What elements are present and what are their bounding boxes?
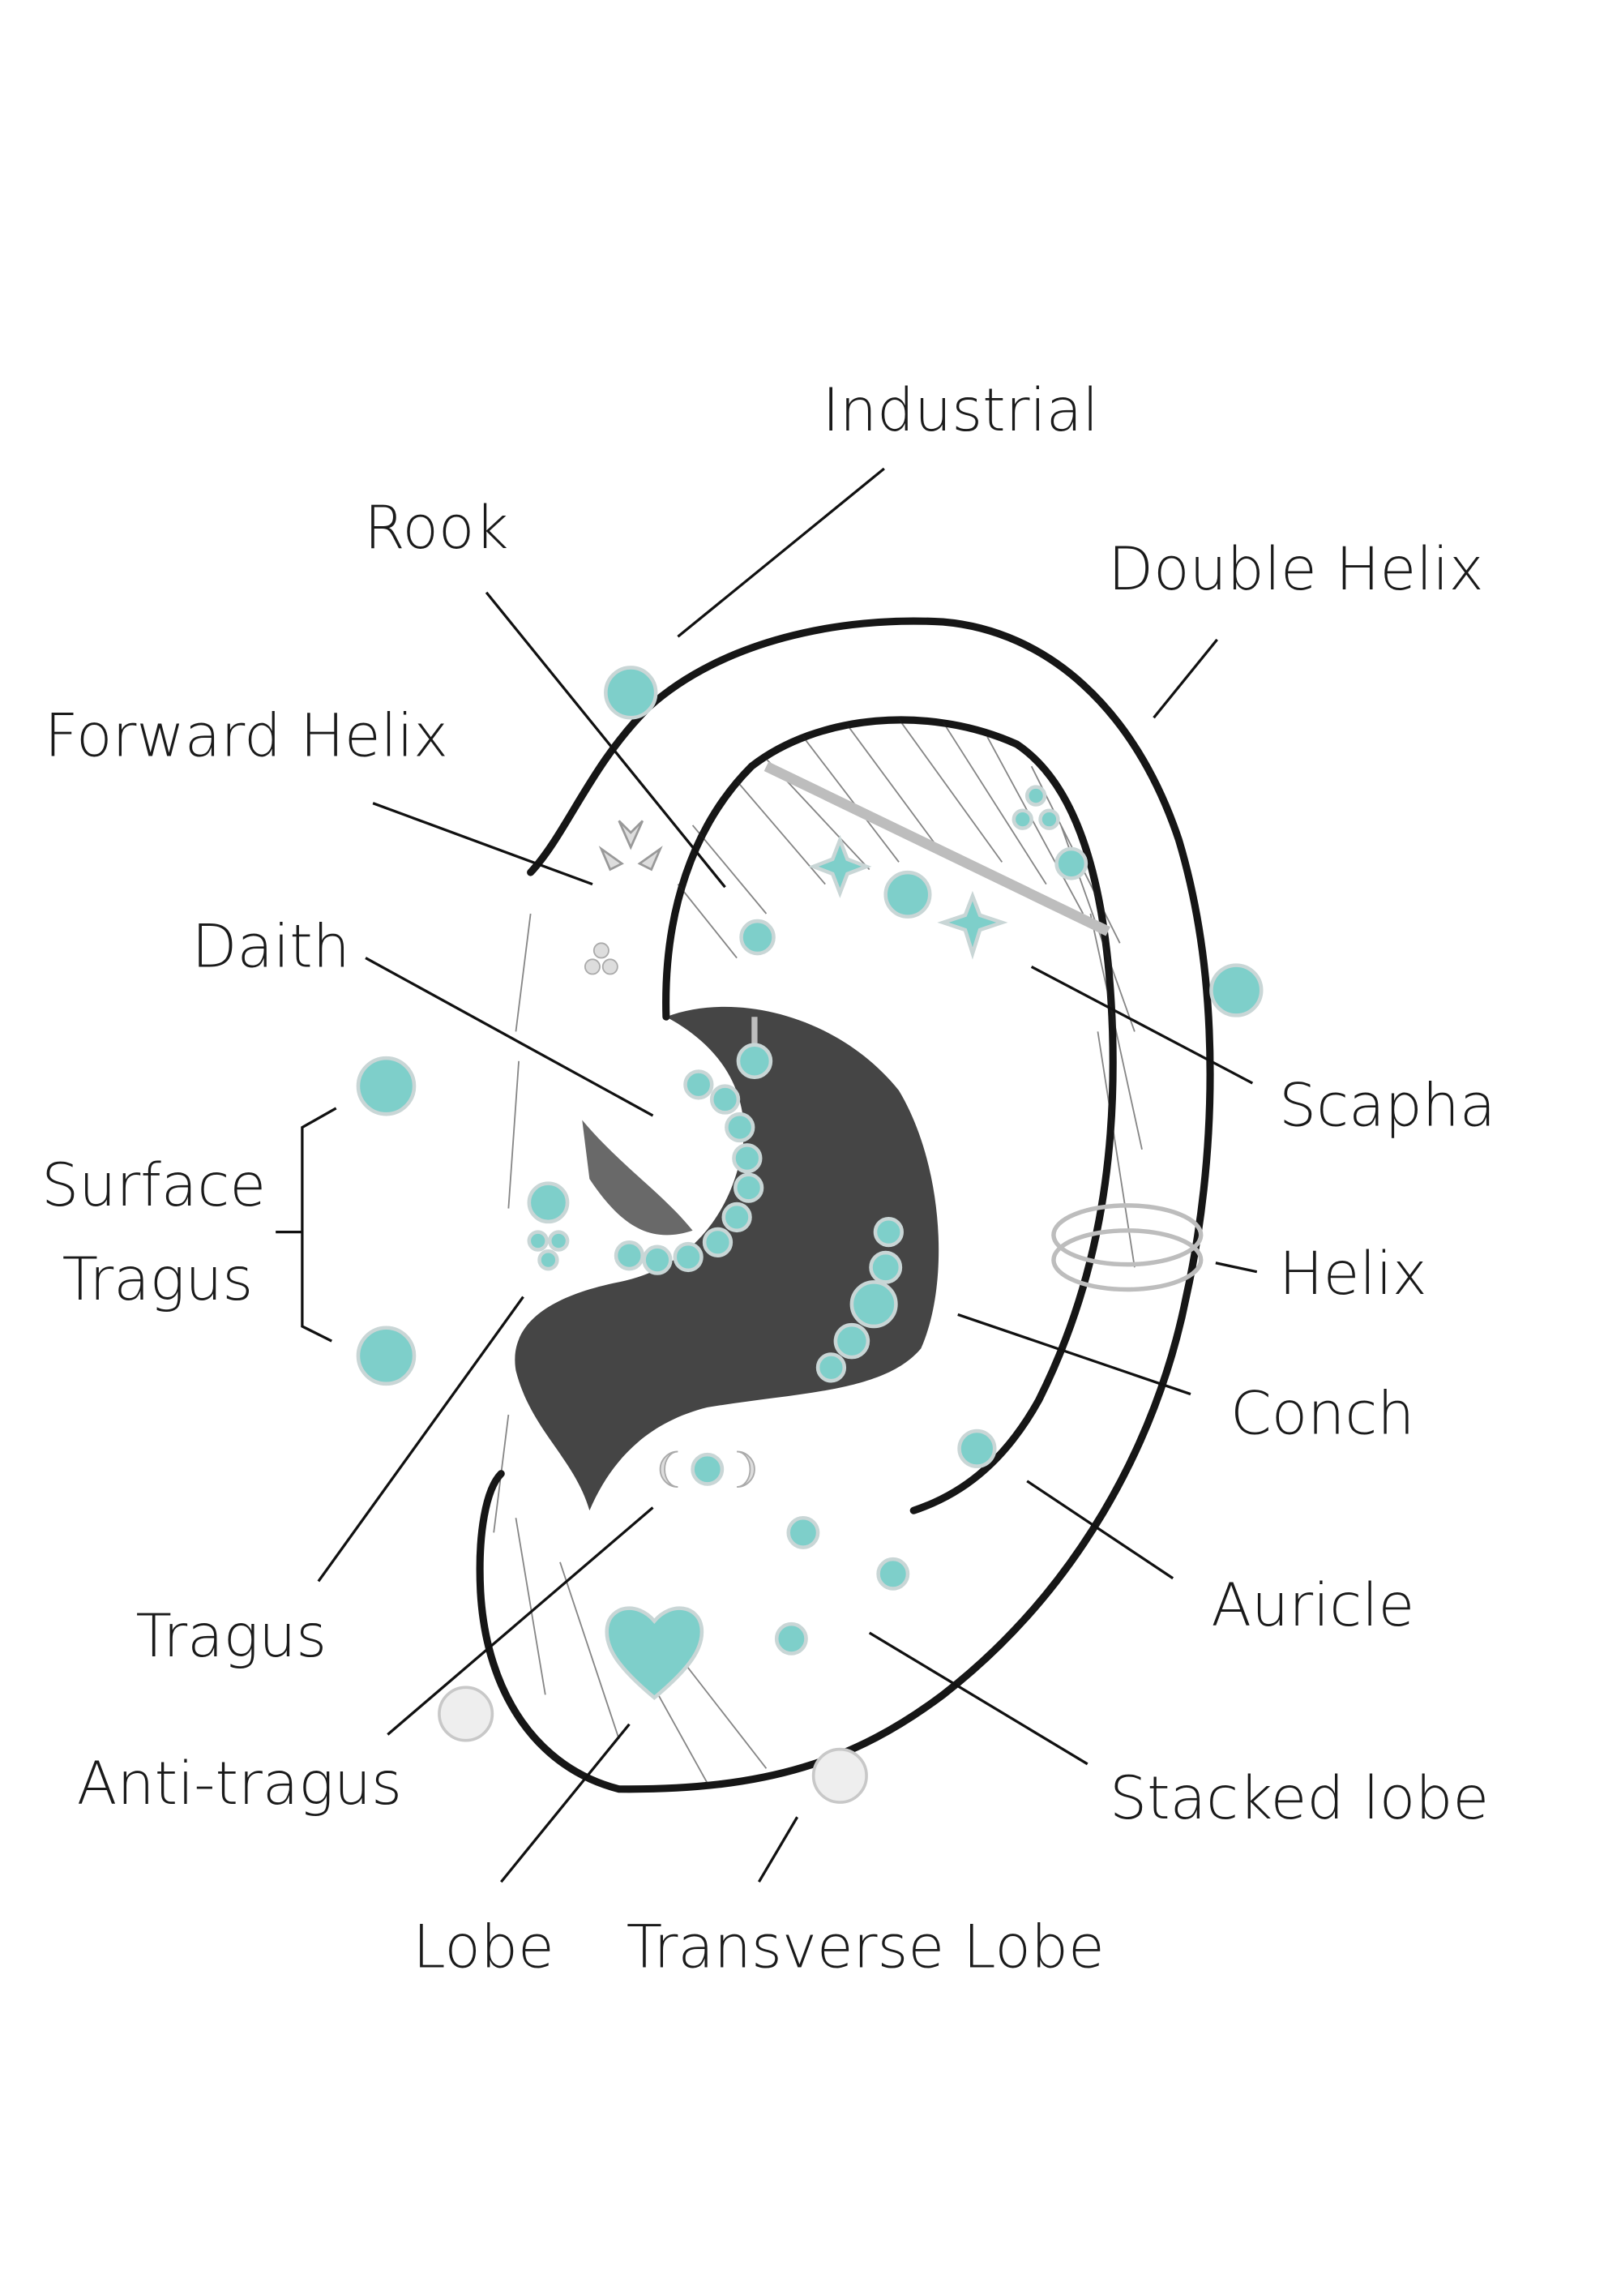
moon-stud — [659, 1450, 755, 1488]
jewelry — [356, 666, 1264, 1804]
surface-tragus-gem-top — [356, 1056, 417, 1116]
ear-concha-shadow — [515, 1006, 939, 1511]
label-industrial: Industrial — [823, 377, 1099, 445]
label-tragus: Tragus — [135, 1603, 327, 1671]
forward-helix-gem-top — [604, 666, 658, 720]
trio-gem — [1012, 808, 1033, 830]
leader-forward-helix — [372, 802, 593, 886]
label-anti-tragus: Anti-tragus — [77, 1750, 402, 1818]
surface-tragus-bracket — [276, 1107, 337, 1343]
leaf-stud-icon — [598, 820, 663, 872]
auricle-gem — [957, 1429, 997, 1468]
label-auricle: Auricle — [1211, 1572, 1414, 1640]
tragus-gem — [527, 1181, 570, 1224]
stacked-lobe-gem — [774, 1621, 808, 1656]
leader-industrial — [677, 467, 885, 638]
label-daith: Daith — [192, 913, 350, 981]
leader-anti-tragus — [387, 1506, 654, 1736]
leader-daith — [365, 957, 654, 1117]
industrial-bar — [763, 761, 1110, 936]
leader-stacked-lobe — [868, 1631, 1089, 1766]
label-conch: Conch — [1230, 1381, 1414, 1449]
ear-outer-helix — [476, 617, 1214, 1793]
trio-gem — [1038, 808, 1060, 830]
leader-lobe — [500, 1723, 631, 1883]
labels: Industrial Rook Double Helix Forward Hel… — [41, 377, 1495, 1982]
heart-stud-icon — [605, 1606, 704, 1700]
helix-hoop — [1051, 1228, 1204, 1292]
rook-gem — [739, 919, 776, 956]
trinity-ball-stud — [584, 942, 618, 975]
double-helix-gem — [1209, 963, 1264, 1017]
leader-helix — [1215, 1262, 1258, 1274]
label-double-helix: Double Helix — [1108, 536, 1483, 604]
leader-double-helix — [1153, 638, 1218, 719]
label-transverse-lobe: Transverse Lobe — [627, 1914, 1105, 1982]
label-forward-helix: Forward Helix — [45, 702, 448, 770]
leader-transverse-lobe — [757, 1816, 799, 1883]
tragus-gem — [527, 1230, 549, 1252]
trio-gem — [1024, 785, 1047, 807]
label-lobe: Lobe — [413, 1914, 554, 1982]
leader-conch — [957, 1313, 1191, 1396]
leader-rook — [485, 591, 726, 889]
anti-tragus-pearl — [438, 1686, 494, 1742]
ear-tragus-shadow — [582, 1120, 693, 1236]
label-scapha: Scapha — [1279, 1073, 1495, 1141]
label-surface-tragus: Tragus — [62, 1246, 254, 1314]
ear-inner-helix — [662, 716, 1117, 1514]
ear-illustration — [476, 617, 1214, 1793]
leader-lines — [276, 467, 1258, 1883]
label-helix: Helix — [1279, 1240, 1427, 1309]
helix-hoop — [1051, 1203, 1204, 1267]
surface-tragus-gem-bottom — [356, 1326, 417, 1386]
transverse-lobe-pearl — [811, 1747, 868, 1804]
tragus-gem — [547, 1230, 570, 1252]
label-rook: Rook — [364, 495, 508, 563]
scapha-gem — [883, 870, 932, 919]
leader-scapha — [1030, 965, 1254, 1085]
leader-auricle — [1026, 1480, 1174, 1580]
stacked-lobe-gem — [876, 1557, 910, 1591]
industrial-gem — [1054, 846, 1089, 880]
stacked-lobe-gem — [786, 1515, 820, 1549]
conch-climber — [815, 1216, 904, 1383]
tragus-gem — [537, 1249, 559, 1271]
leader-tragus — [317, 1296, 524, 1583]
star-stud-icon — [808, 834, 872, 898]
label-surface: Surface — [41, 1152, 266, 1220]
daith-gem — [736, 1043, 773, 1080]
daith-ring — [614, 1069, 764, 1275]
label-stacked-lobe: Stacked lobe — [1110, 1765, 1489, 1833]
star-stud-icon — [937, 890, 1008, 960]
